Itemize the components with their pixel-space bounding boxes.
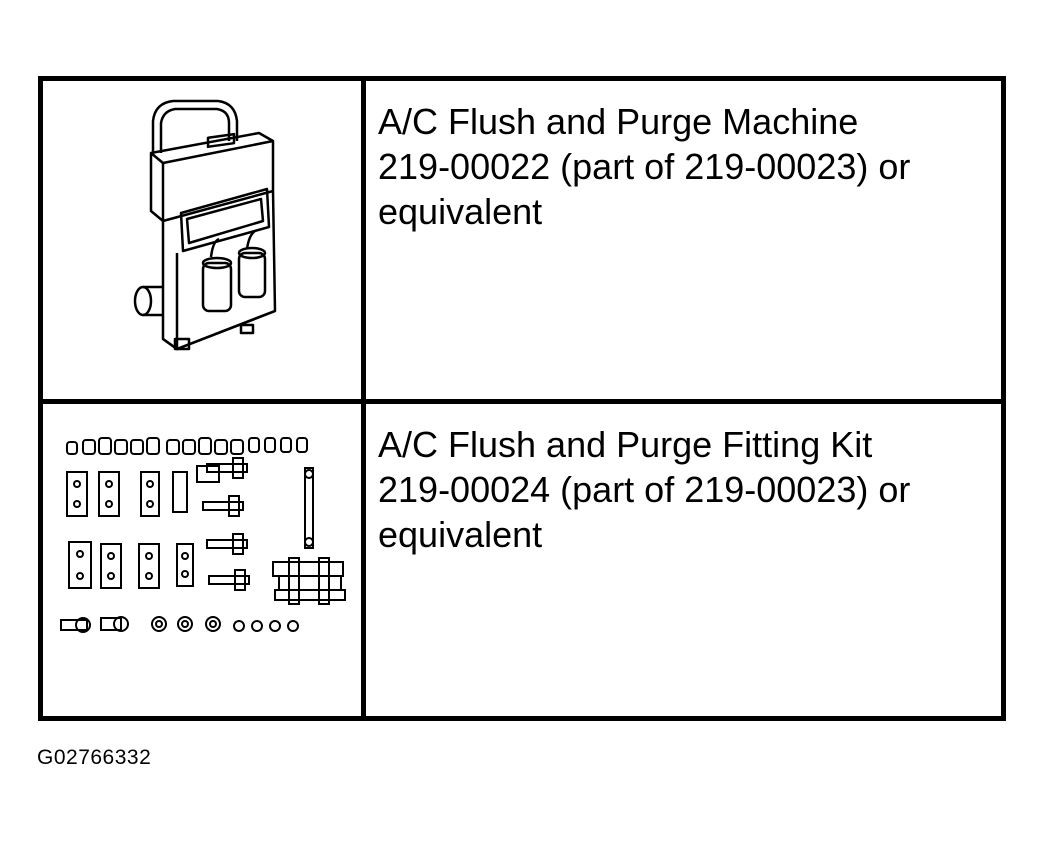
column-divider [361,81,366,716]
fitting-kit-image-cell [43,404,361,716]
tool-part-number: 219-00024 (part of 219-00023) or [378,469,911,510]
tool-part-number: 219-00022 (part of 219-00023) or [378,146,911,187]
machine-description: A/C Flush and Purge Machine 219-00022 (p… [378,99,988,234]
row-divider [43,399,1001,404]
tool-name: A/C Flush and Purge Fitting Kit [378,424,873,465]
tool-table: A/C Flush and Purge Machine 219-00022 (p… [38,76,1006,721]
fitting-kit-icon [60,437,346,633]
tool-name: A/C Flush and Purge Machine [378,101,859,142]
tool-suffix: equivalent [378,514,543,555]
figure-id: G02766332 [37,746,152,769]
fitting-kit-description: A/C Flush and Purge Fitting Kit 219-0002… [378,422,988,557]
tool-row-fitting-kit: A/C Flush and Purge Fitting Kit 219-0002… [43,404,1001,716]
tool-suffix: equivalent [378,191,543,232]
flush-purge-machine-icon [133,99,277,351]
machine-image-cell [43,81,361,399]
tool-row-machine: A/C Flush and Purge Machine 219-00022 (p… [43,81,1001,399]
